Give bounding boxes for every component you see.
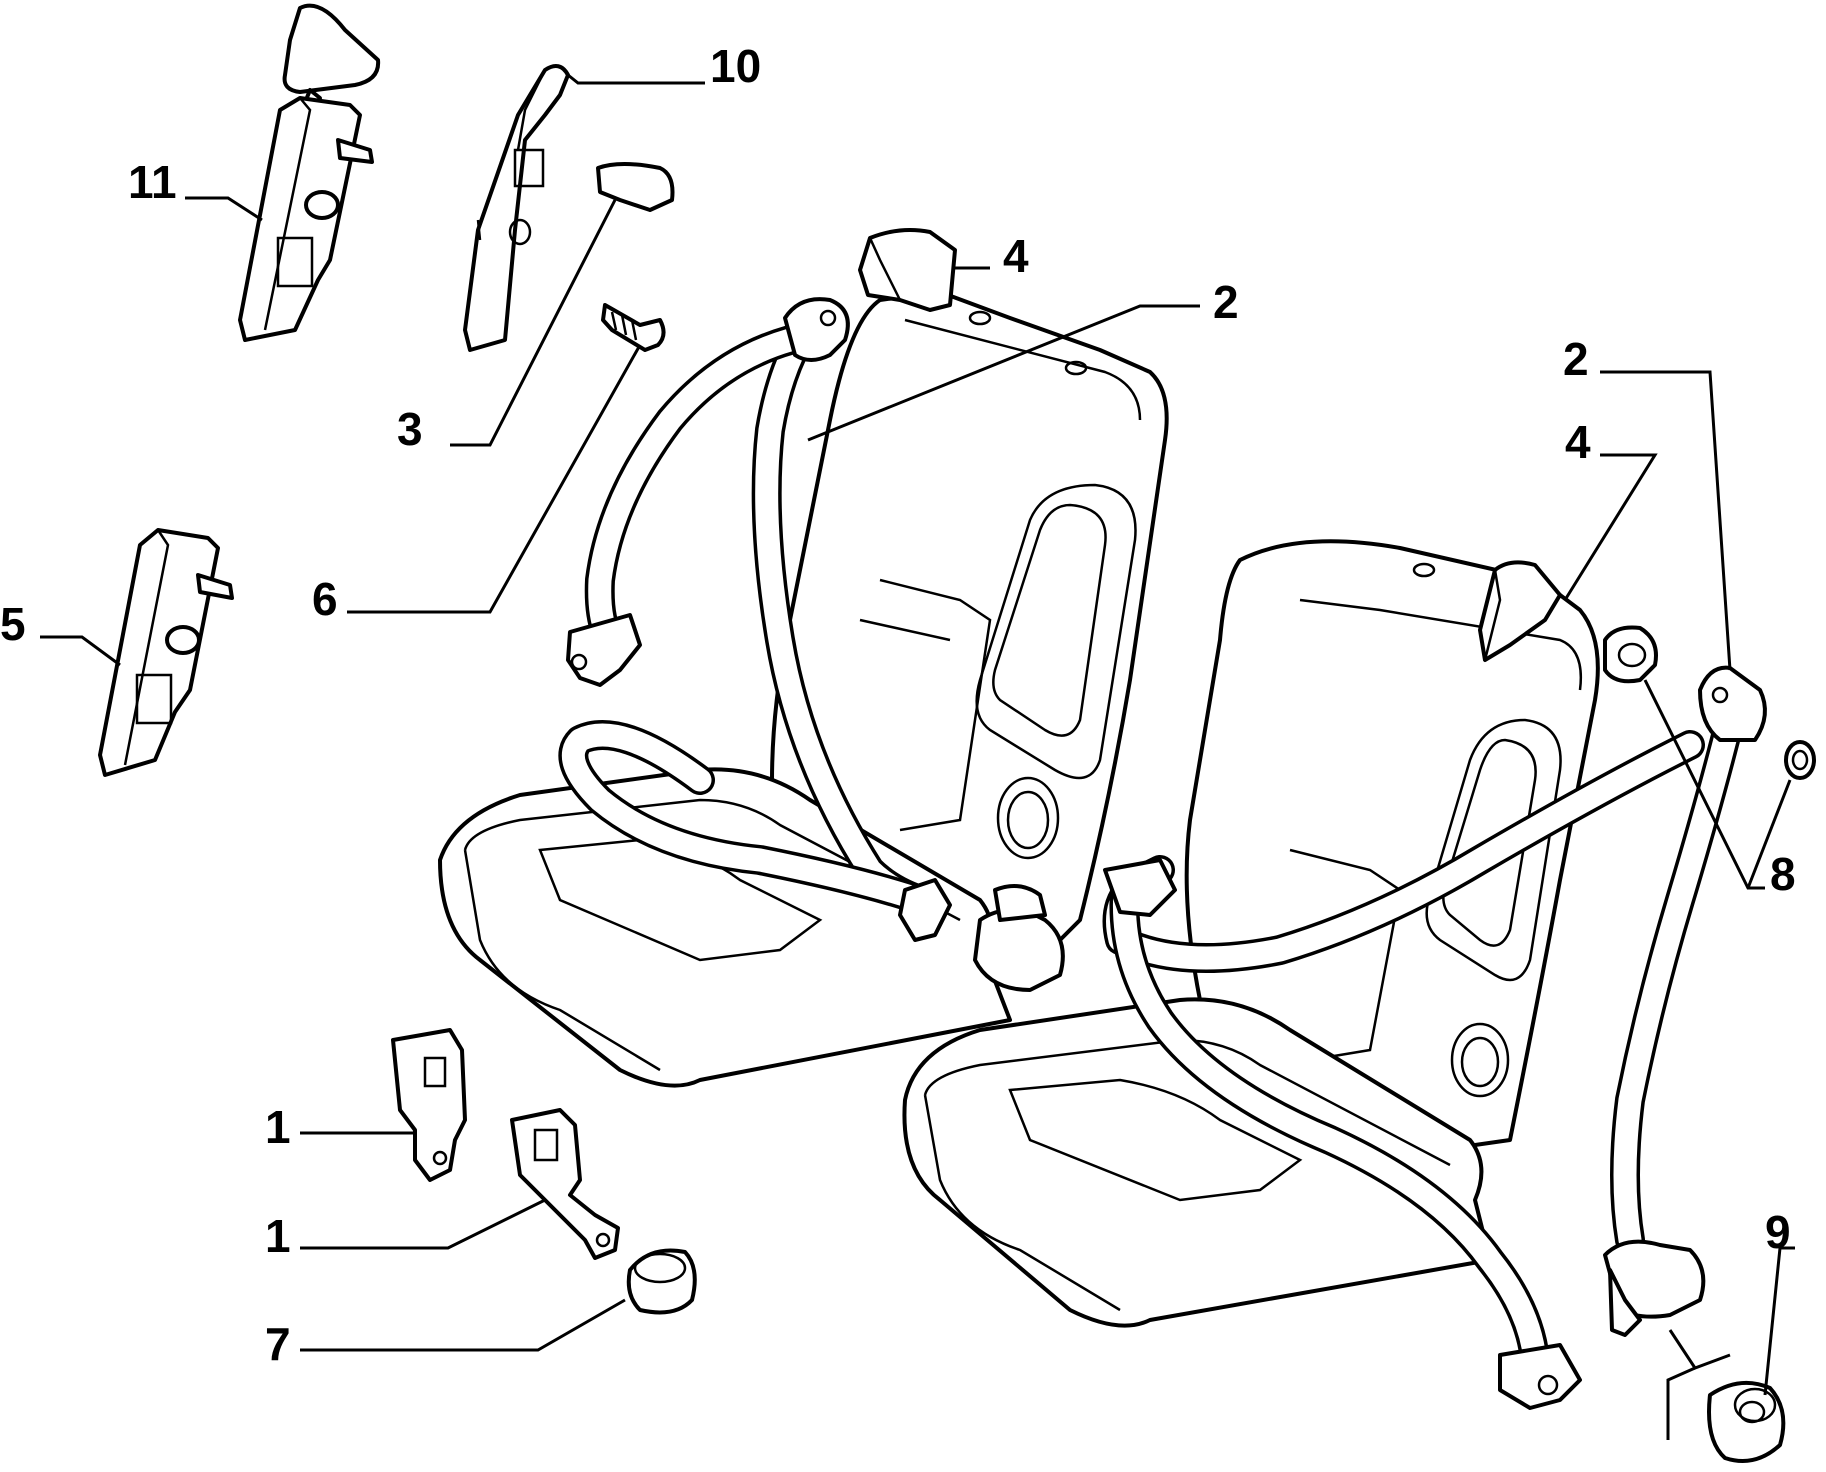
part-1-buckle-b — [510, 1108, 620, 1260]
callout-11: 11 — [128, 156, 177, 208]
right-seat — [902, 539, 1600, 1328]
callout-1-upper: 1 — [265, 1101, 291, 1153]
part-4-cap-right — [1478, 560, 1562, 662]
leader-lines — [40, 73, 1795, 1440]
part-8-washer — [1784, 740, 1816, 780]
callout-4-right: 4 — [1565, 416, 1591, 468]
callout-2-right: 2 — [1563, 333, 1589, 385]
callout-3: 3 — [397, 403, 423, 455]
callout-labels: 11 10 3 6 5 4 2 2 4 8 1 1 7 9 — [0, 40, 1796, 1370]
part-8-nut — [1603, 625, 1658, 684]
callout-8: 8 — [1770, 848, 1796, 900]
part-4-cap-left — [858, 228, 957, 312]
callout-6: 6 — [312, 573, 338, 625]
callout-1-lower: 1 — [265, 1210, 291, 1262]
part-9-spacer — [1707, 1380, 1786, 1463]
callout-4-left: 4 — [1003, 230, 1029, 282]
seat-belt-rear — [558, 297, 1065, 992]
callout-5: 5 — [0, 598, 26, 650]
callout-7: 7 — [265, 1318, 291, 1370]
seat-belt-front — [1102, 665, 1767, 1410]
part-7-cap — [626, 1248, 697, 1315]
part-10-bracket — [463, 64, 570, 352]
part-11-height-adjuster — [238, 3, 381, 342]
part-3-cap — [596, 162, 675, 212]
part-6-bolt — [601, 303, 666, 352]
callout-9: 9 — [1765, 1206, 1791, 1258]
part-1-buckle-a — [391, 1028, 467, 1182]
part-5-adjuster — [98, 528, 234, 777]
callout-2-left: 2 — [1213, 276, 1239, 328]
callout-10: 10 — [710, 40, 761, 92]
